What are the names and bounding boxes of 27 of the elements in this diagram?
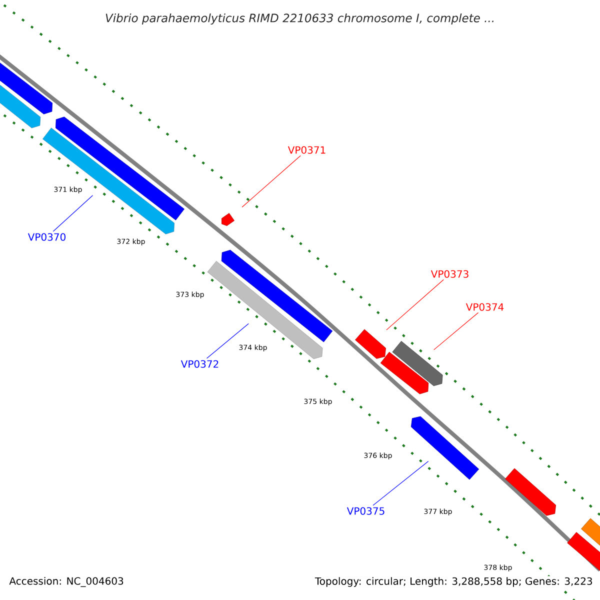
gene-feature xyxy=(207,260,323,360)
leader-line xyxy=(242,155,301,208)
gene-feature xyxy=(392,340,443,386)
gene-label: VP0373 xyxy=(430,270,468,278)
gene-label: VP0372 xyxy=(180,360,218,368)
gene-feature xyxy=(504,468,556,516)
gene-label: VP0374 xyxy=(466,303,504,311)
gene-feature xyxy=(410,416,480,480)
summary-text: Topology: circular; Length: 3,288,558 bp; Genes: 3,223 xyxy=(314,576,594,588)
leader-line xyxy=(386,279,444,330)
gene-feature xyxy=(222,213,234,226)
gene-feature xyxy=(380,352,429,394)
gene-feature xyxy=(221,250,333,342)
gene-feature xyxy=(56,116,184,220)
gene-label: VP0370 xyxy=(28,233,66,241)
gene-feature xyxy=(0,60,52,114)
leader-line xyxy=(52,195,94,232)
title: Vibrio parahaemolyticus RIMD 2210633 chromosome I, complete ... xyxy=(106,13,494,25)
accession-text: Accession: NC_004603 xyxy=(9,577,124,587)
gene-feature xyxy=(42,128,174,234)
leader-line xyxy=(372,460,429,506)
leader-line xyxy=(206,323,249,359)
gene-feature xyxy=(567,532,600,574)
leader-line xyxy=(434,312,479,350)
gene-label: VP0371 xyxy=(288,146,326,154)
gene-label: VP0375 xyxy=(346,507,384,515)
gene-feature xyxy=(355,329,386,359)
